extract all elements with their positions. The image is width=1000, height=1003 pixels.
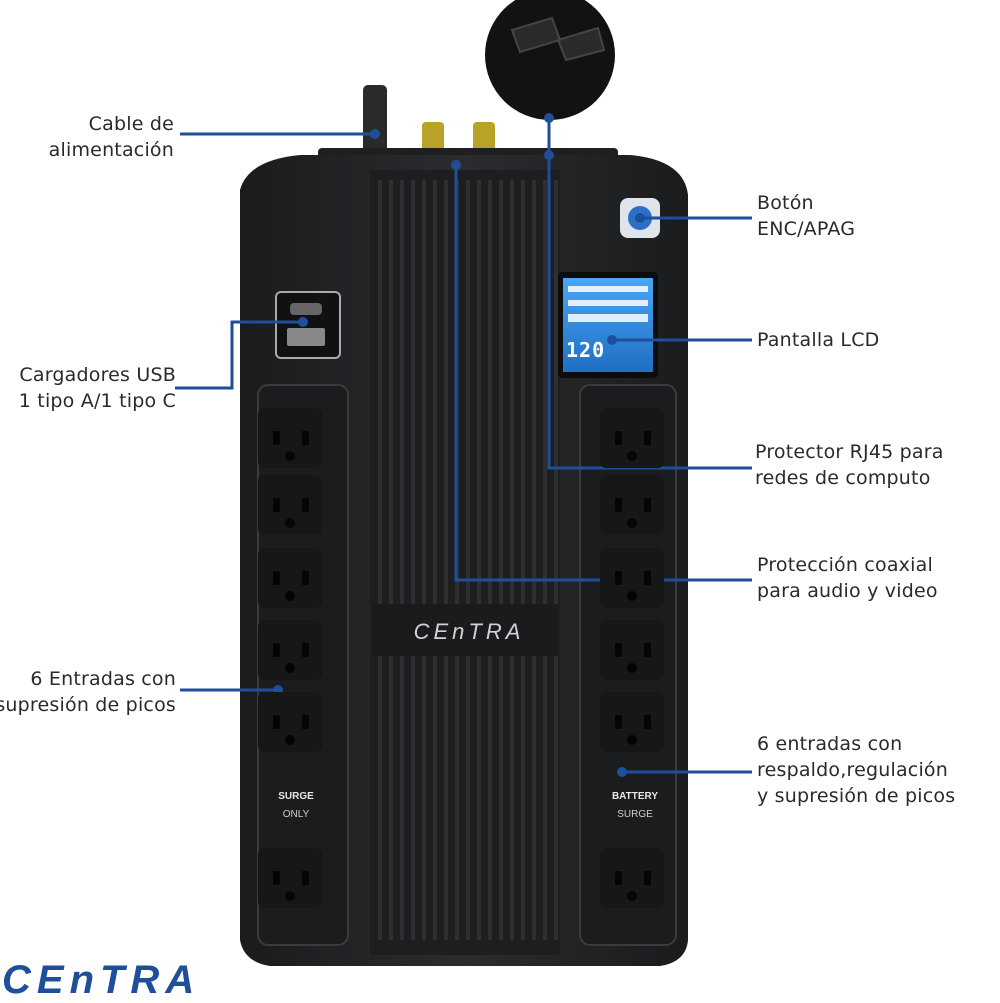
brand-band [372, 604, 558, 656]
power-cable [363, 85, 387, 155]
callout-surge-line1: 6 Entradas con [30, 668, 176, 690]
callout-power-button: Botón ENC/APAG [757, 190, 855, 242]
center-ribs [370, 170, 560, 955]
callout-coax: Protección coaxial para audio y video [757, 552, 938, 604]
line-rj45 [547, 118, 752, 470]
lcd-value: 120 [566, 338, 606, 362]
device-brand-logo: CEnTRA [413, 619, 525, 644]
callout-surge-line2: supresión de picos [0, 694, 176, 716]
usb-panel [275, 291, 341, 359]
center-rib [444, 180, 448, 940]
callout-power-cable-line2: alimentación [48, 139, 174, 161]
callout-power-cable-line1: Cable de [88, 113, 174, 135]
battery-tag-line1: BATTERY [611, 791, 659, 802]
center-rib [400, 180, 404, 940]
coax-connector-right [473, 122, 495, 154]
callout-battery-line3: y supresión de picos [757, 785, 956, 807]
battery-surge-tag: BATTERY SURGE [600, 788, 670, 824]
center-rib [499, 180, 503, 940]
callout-rj45-line2: redes de computo [755, 467, 931, 489]
callout-surge-outlets: 6 Entradas con supresión de picos [0, 666, 176, 718]
center-rib [411, 180, 415, 940]
battery-tag-line2: SURGE [617, 809, 653, 820]
surge-outlet-5 [258, 692, 322, 752]
center-rib [466, 180, 470, 940]
callout-usb-line2: 1 tipo A/1 tipo C [18, 390, 176, 412]
callout-battery-line2: respaldo,regulación [757, 759, 948, 781]
usb-a-port [287, 328, 325, 346]
coax-connector-left [422, 122, 444, 154]
callout-lcd-line1: Pantalla LCD [757, 329, 880, 351]
battery-outlet-1 [600, 408, 664, 468]
surge-outlet-6 [258, 848, 322, 908]
brand-logo: CEnTRA [2, 958, 201, 1002]
center-rib [422, 180, 426, 940]
center-rib [378, 180, 382, 940]
callout-power-button-line1: Botón [757, 192, 814, 214]
surge-outlet-2 [258, 475, 322, 535]
center-rib [510, 180, 514, 940]
callout-coax-line1: Protección coaxial [757, 554, 933, 576]
surge-tag-line2: ONLY [282, 809, 310, 820]
lcd-glyphs [568, 286, 648, 322]
callout-coax-line2: para audio y video [757, 580, 938, 602]
battery-outlet-4 [600, 620, 664, 680]
battery-outlet-2 [600, 475, 664, 535]
surge-tag-line1: SURGE [278, 791, 314, 802]
center-rib [477, 180, 481, 940]
callout-battery-outlets: 6 entradas con respaldo,regulación y sup… [757, 731, 955, 809]
center-rib [488, 180, 492, 940]
callout-dots [273, 113, 645, 777]
callout-battery-line1: 6 entradas con [757, 733, 903, 755]
callout-lcd: Pantalla LCD [757, 327, 880, 353]
battery-outlet-5 [600, 692, 664, 752]
surge-outlet-1 [258, 408, 322, 468]
surge-outlet-4 [258, 620, 322, 680]
center-rib [543, 180, 547, 940]
callout-usb-line1: Cargadores USB [19, 364, 176, 386]
center-rib [389, 180, 393, 940]
center-rib [433, 180, 437, 940]
callout-power-button-line2: ENC/APAG [757, 218, 856, 240]
lcd-screen [563, 278, 653, 372]
usb-c-port [290, 303, 322, 315]
center-rib [532, 180, 536, 940]
callout-rj45: Protector RJ45 para redes de computo [755, 439, 944, 491]
center-rib [554, 180, 558, 940]
center-rib [521, 180, 525, 940]
line-usb [175, 320, 303, 390]
callout-usb: Cargadores USB 1 tipo A/1 tipo C [19, 362, 176, 414]
surge-only-tag: SURGE ONLY [266, 788, 326, 824]
surge-outlet-3 [258, 548, 322, 608]
callout-rj45-line1: Protector RJ45 para [755, 441, 944, 463]
callout-power-cable: Cable de alimentación [49, 111, 174, 163]
rj45-port-detail [510, 16, 606, 62]
battery-outlet-3 [600, 548, 664, 608]
battery-outlet-6 [600, 848, 664, 908]
